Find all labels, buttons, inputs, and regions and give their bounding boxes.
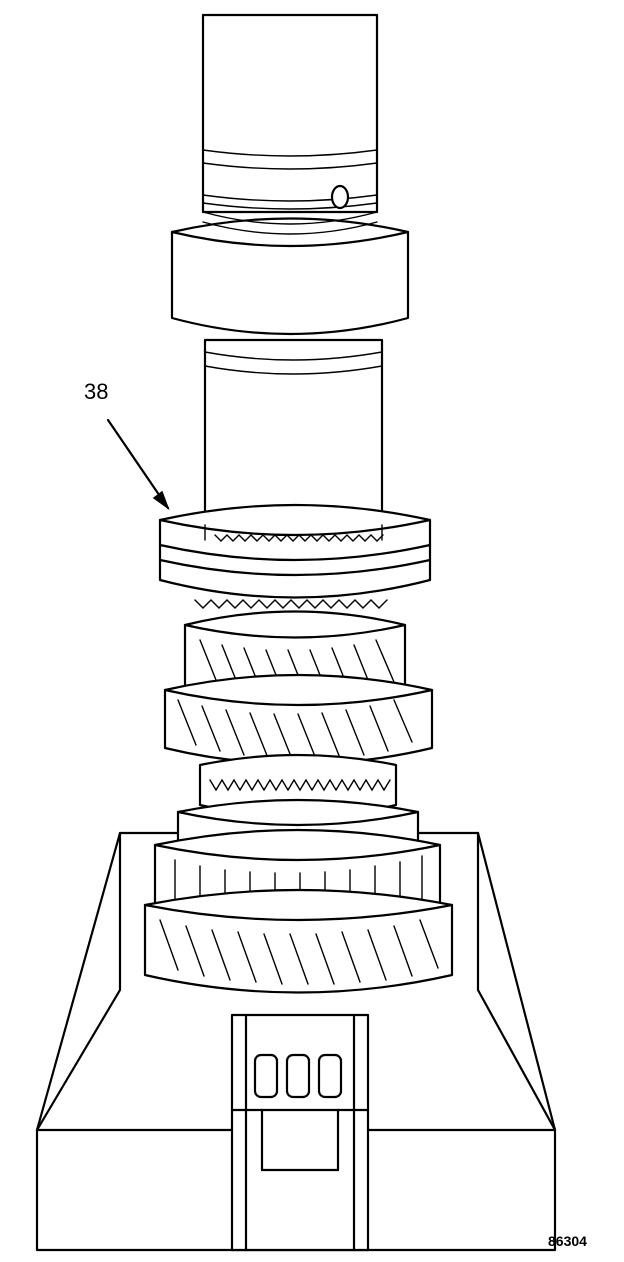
callout-38-label: 38 — [84, 379, 108, 404]
shaft-collar — [170, 211, 410, 336]
lower-shaft — [203, 338, 384, 527]
press-shaft — [201, 13, 379, 214]
figure-id: 86304 — [548, 1233, 587, 1249]
helical-gear-lower — [143, 888, 454, 994]
press-support — [230, 1013, 370, 1252]
helical-gear-middle — [163, 673, 434, 766]
callout-38: 38 — [84, 379, 170, 511]
synchro-ring-38 — [158, 503, 432, 599]
